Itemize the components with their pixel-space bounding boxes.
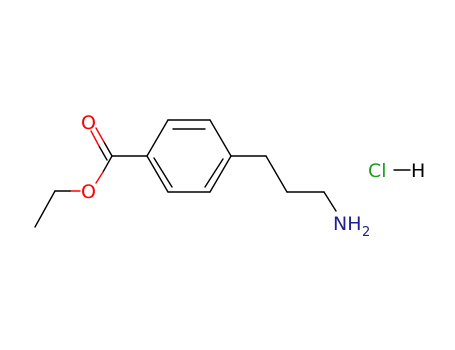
carbonyl-oxygen-label: O [81,112,96,134]
bond-ring-6 [146,119,169,157]
bond-ring-double-right [204,158,224,188]
bond-ring-3 [209,155,232,193]
bond-ring-2 [209,119,232,157]
bond-chain-2 [265,155,288,193]
hydrogen-label: H [411,160,425,182]
amine-label: NH [333,213,362,235]
bond-carbon-ester-o-red [95,171,104,184]
bond-ring-5 [146,155,169,193]
ester-oxygen-label: O [81,181,96,203]
bond-ring-double-left [153,157,173,188]
bond-carbonyl-double-b-red [90,130,100,147]
bond-carbon-ester-o [102,155,113,173]
bond-carbonyl-double-a [103,141,113,157]
chlorine-label: Cl [368,160,387,182]
bond-carbonyl-double-a-red [95,127,105,143]
amine-subscript: 2 [362,225,370,240]
bond-ethyl [34,190,56,228]
bond-chain-4 [323,191,337,212]
bond-carbonyl-double-b [98,145,108,161]
